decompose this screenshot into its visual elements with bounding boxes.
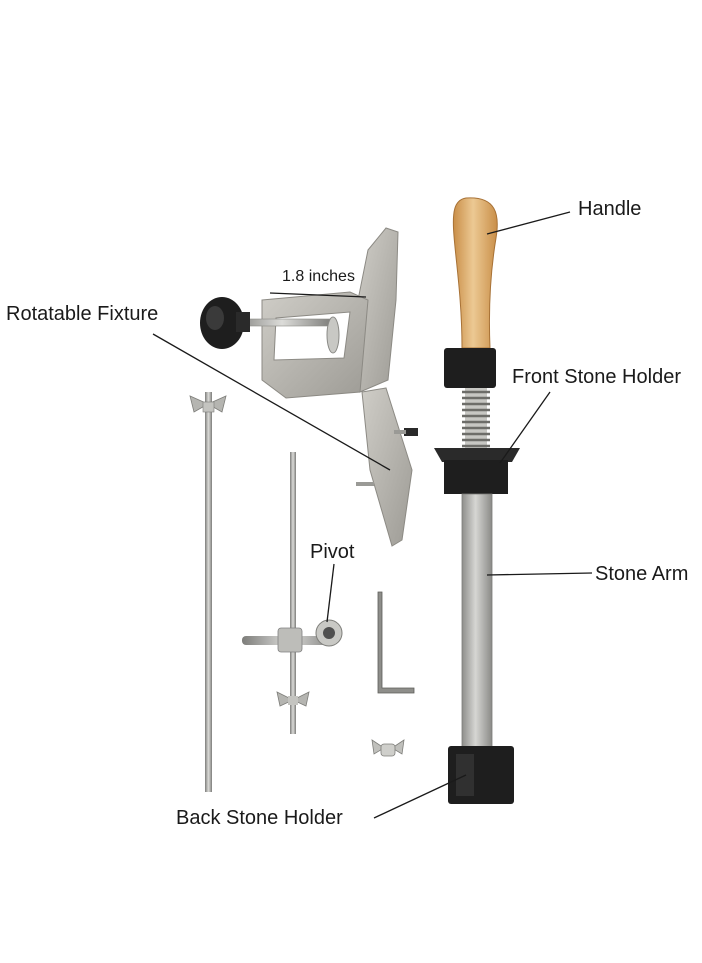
stone-arm-assembly bbox=[434, 197, 520, 804]
wing-nut bbox=[371, 739, 405, 757]
dimension-label: 1.8 inches bbox=[282, 268, 355, 285]
front-stone-holder-label: Front Stone Holder bbox=[512, 366, 681, 388]
rotatable-fixture-leader bbox=[152, 333, 391, 471]
leader-lines bbox=[152, 211, 593, 819]
hex-key bbox=[377, 591, 415, 694]
dimension-line bbox=[269, 292, 367, 298]
handle-leader bbox=[486, 211, 571, 235]
rotatable-fixture bbox=[200, 227, 418, 547]
stone-arm-label: Stone Arm bbox=[595, 563, 689, 585]
back-stone-holder-leader bbox=[373, 774, 467, 819]
stone-arm-leader bbox=[486, 572, 593, 576]
spring bbox=[462, 388, 490, 448]
rotatable-fixture-label: Rotatable Fixture bbox=[6, 303, 159, 325]
pivot-assembly bbox=[242, 452, 343, 734]
front-stone-holder bbox=[434, 448, 520, 494]
back-stone-holder bbox=[448, 746, 514, 804]
back-stone-holder-label: Back Stone Holder bbox=[176, 807, 343, 829]
pivot-label: Pivot bbox=[310, 541, 355, 563]
wooden-handle bbox=[452, 197, 498, 349]
pivot-leader bbox=[326, 563, 335, 623]
front-stone-holder-leader bbox=[499, 391, 551, 464]
handle-label: Handle bbox=[578, 198, 642, 220]
vertical-rod bbox=[189, 392, 227, 792]
knob-icon bbox=[200, 297, 250, 349]
